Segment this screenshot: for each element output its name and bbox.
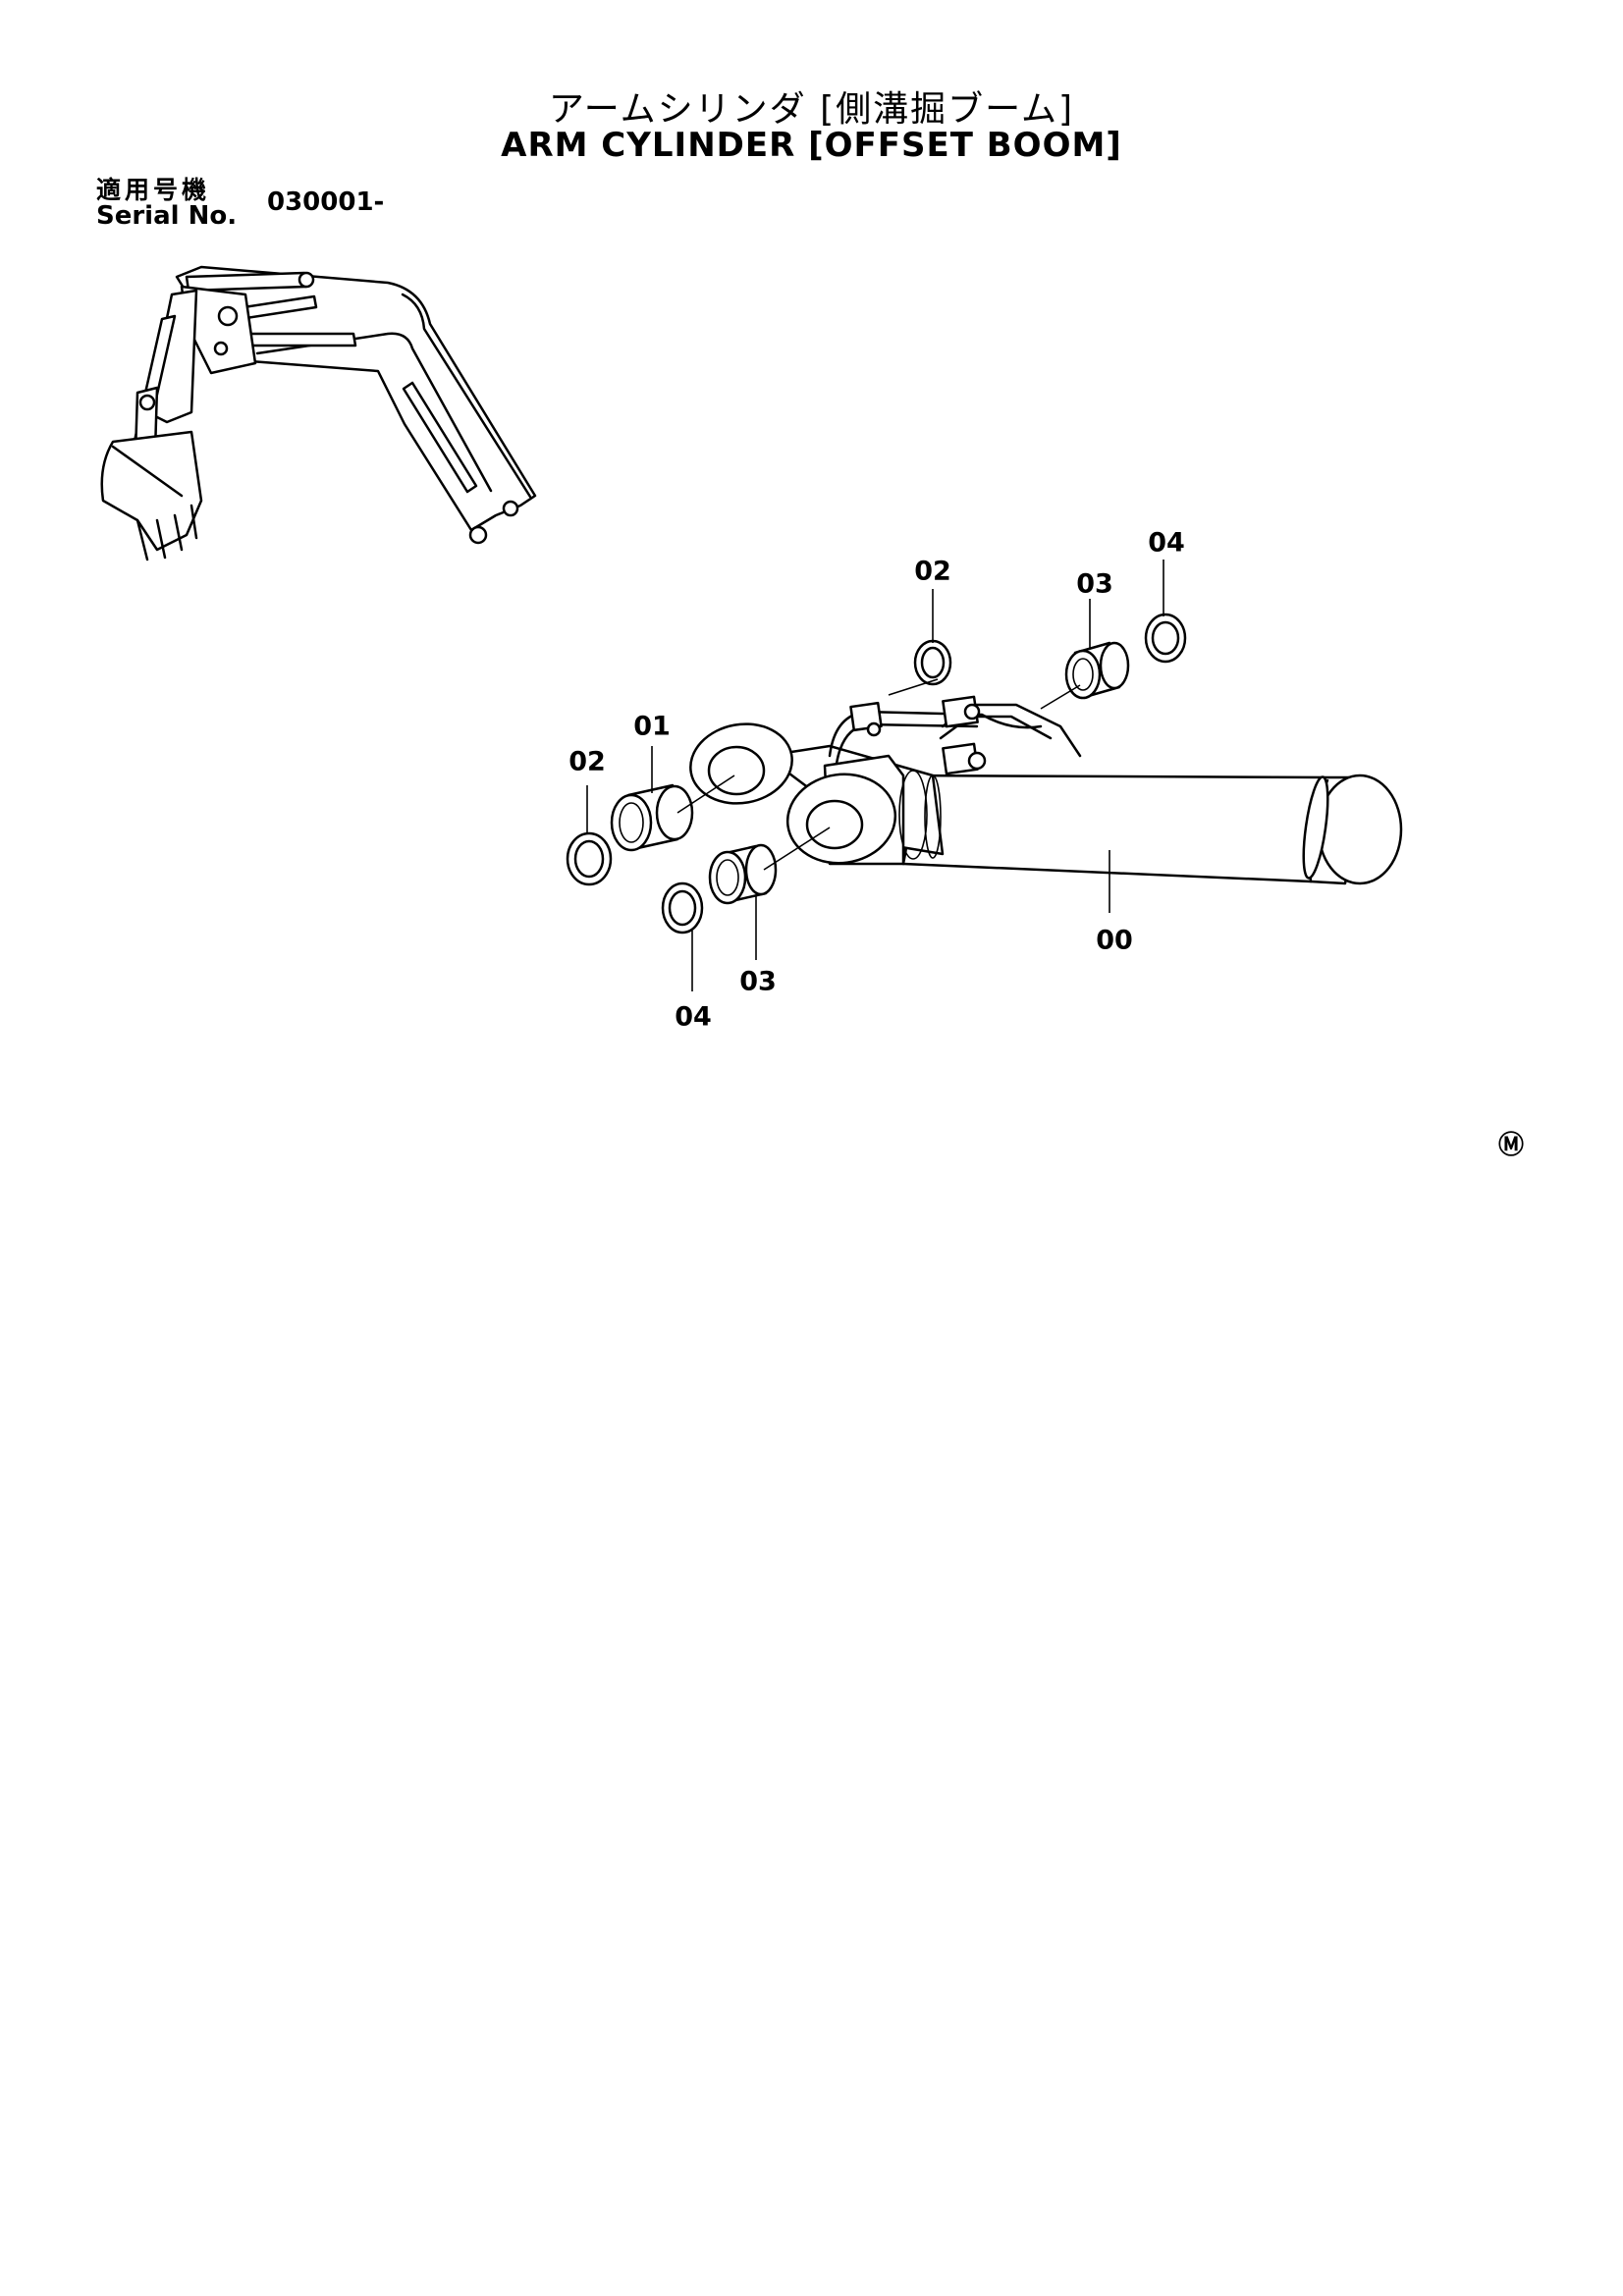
bushing-part-03-top xyxy=(1064,641,1130,700)
page-title-japanese: アームシリンダ [側溝掘ブーム] xyxy=(548,89,1075,130)
page-title-english: ARM CYLINDER [OFFSET BOOM] xyxy=(501,126,1122,165)
seal-part-02-left xyxy=(566,831,613,886)
callout-label-02-top: 02 xyxy=(914,556,951,587)
seal-part-02-top xyxy=(913,639,952,686)
excavator-arm-thumbnail-icon xyxy=(100,265,537,561)
cylinder-head-eyes xyxy=(689,722,945,866)
callout-label-02-left: 02 xyxy=(568,746,606,777)
callout-label-03-top: 03 xyxy=(1076,568,1113,600)
callout-label-04-bottom: 04 xyxy=(675,1001,712,1033)
callout-label-00: 00 xyxy=(1096,925,1133,956)
assembly-guide-lines xyxy=(676,678,1081,871)
serial-number-value: 030001- xyxy=(267,187,385,217)
seal-part-04-bottom xyxy=(661,881,704,934)
m-mark-symbol: Ⓜ xyxy=(1498,1131,1525,1160)
serial-label-english: Serial No. xyxy=(96,201,238,231)
callout-label-03-bottom: 03 xyxy=(739,966,777,997)
cylinder-tube-part-00 xyxy=(901,774,1403,885)
bushing-part-03-bottom xyxy=(708,843,778,905)
callout-label-04-top: 04 xyxy=(1148,527,1185,559)
hydraulic-pipes xyxy=(828,695,1082,775)
serial-label-japanese: 適用号機 xyxy=(96,176,211,204)
callout-label-01: 01 xyxy=(633,711,671,742)
seal-part-04-top xyxy=(1144,613,1187,664)
bushing-part-01 xyxy=(610,783,694,852)
callout-leader-lines xyxy=(586,560,1164,991)
